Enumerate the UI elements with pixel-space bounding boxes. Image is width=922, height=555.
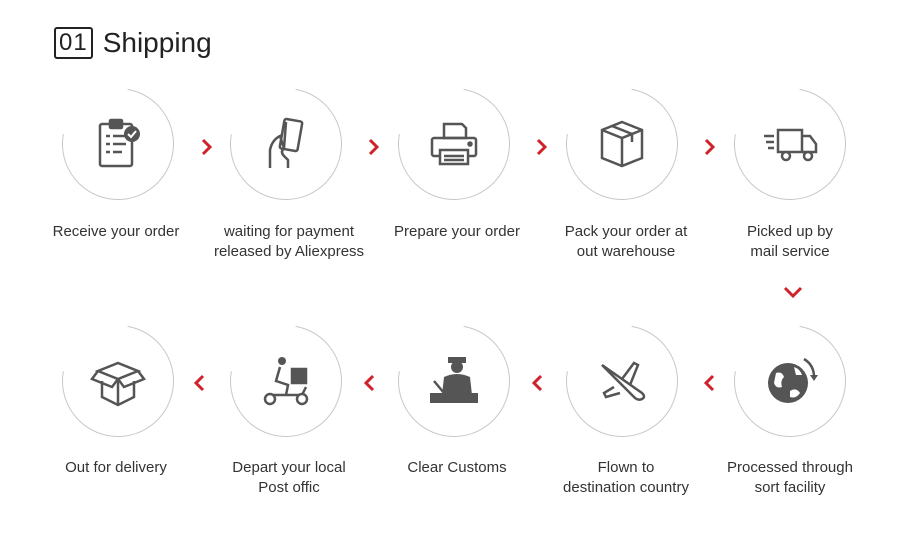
globe-icon: [760, 351, 820, 411]
airplane-icon: [592, 351, 652, 411]
chevron-left-icon: [702, 373, 716, 393]
hand-card-icon: [256, 114, 316, 174]
chevron-down-icon: [782, 285, 804, 299]
section-header: 01 Shipping: [54, 27, 212, 59]
step-label: Receive your order: [52, 223, 180, 240]
chevron-right-icon: [703, 137, 717, 157]
chevron-right-icon: [535, 137, 549, 157]
chevron-left-icon: [192, 373, 206, 393]
chevron-left-icon: [530, 373, 544, 393]
box-icon: [592, 114, 652, 174]
chevron-left-icon: [362, 373, 376, 393]
step-label: Out for delivery: [65, 459, 167, 476]
section-title: Shipping: [102, 27, 212, 58]
step-label: Prepare your order: [394, 223, 520, 240]
clipboard-check-icon: [88, 114, 148, 174]
step-label: Clear Customs: [407, 459, 507, 476]
customs-officer-icon: [424, 351, 484, 411]
chevron-right-icon: [367, 137, 381, 157]
truck-icon: [760, 114, 820, 174]
chevron-right-icon: [200, 137, 214, 157]
scooter-courier-icon: [256, 351, 316, 411]
open-box-icon: [88, 351, 148, 411]
printer-icon: [424, 114, 484, 174]
section-number: 01: [54, 27, 93, 59]
